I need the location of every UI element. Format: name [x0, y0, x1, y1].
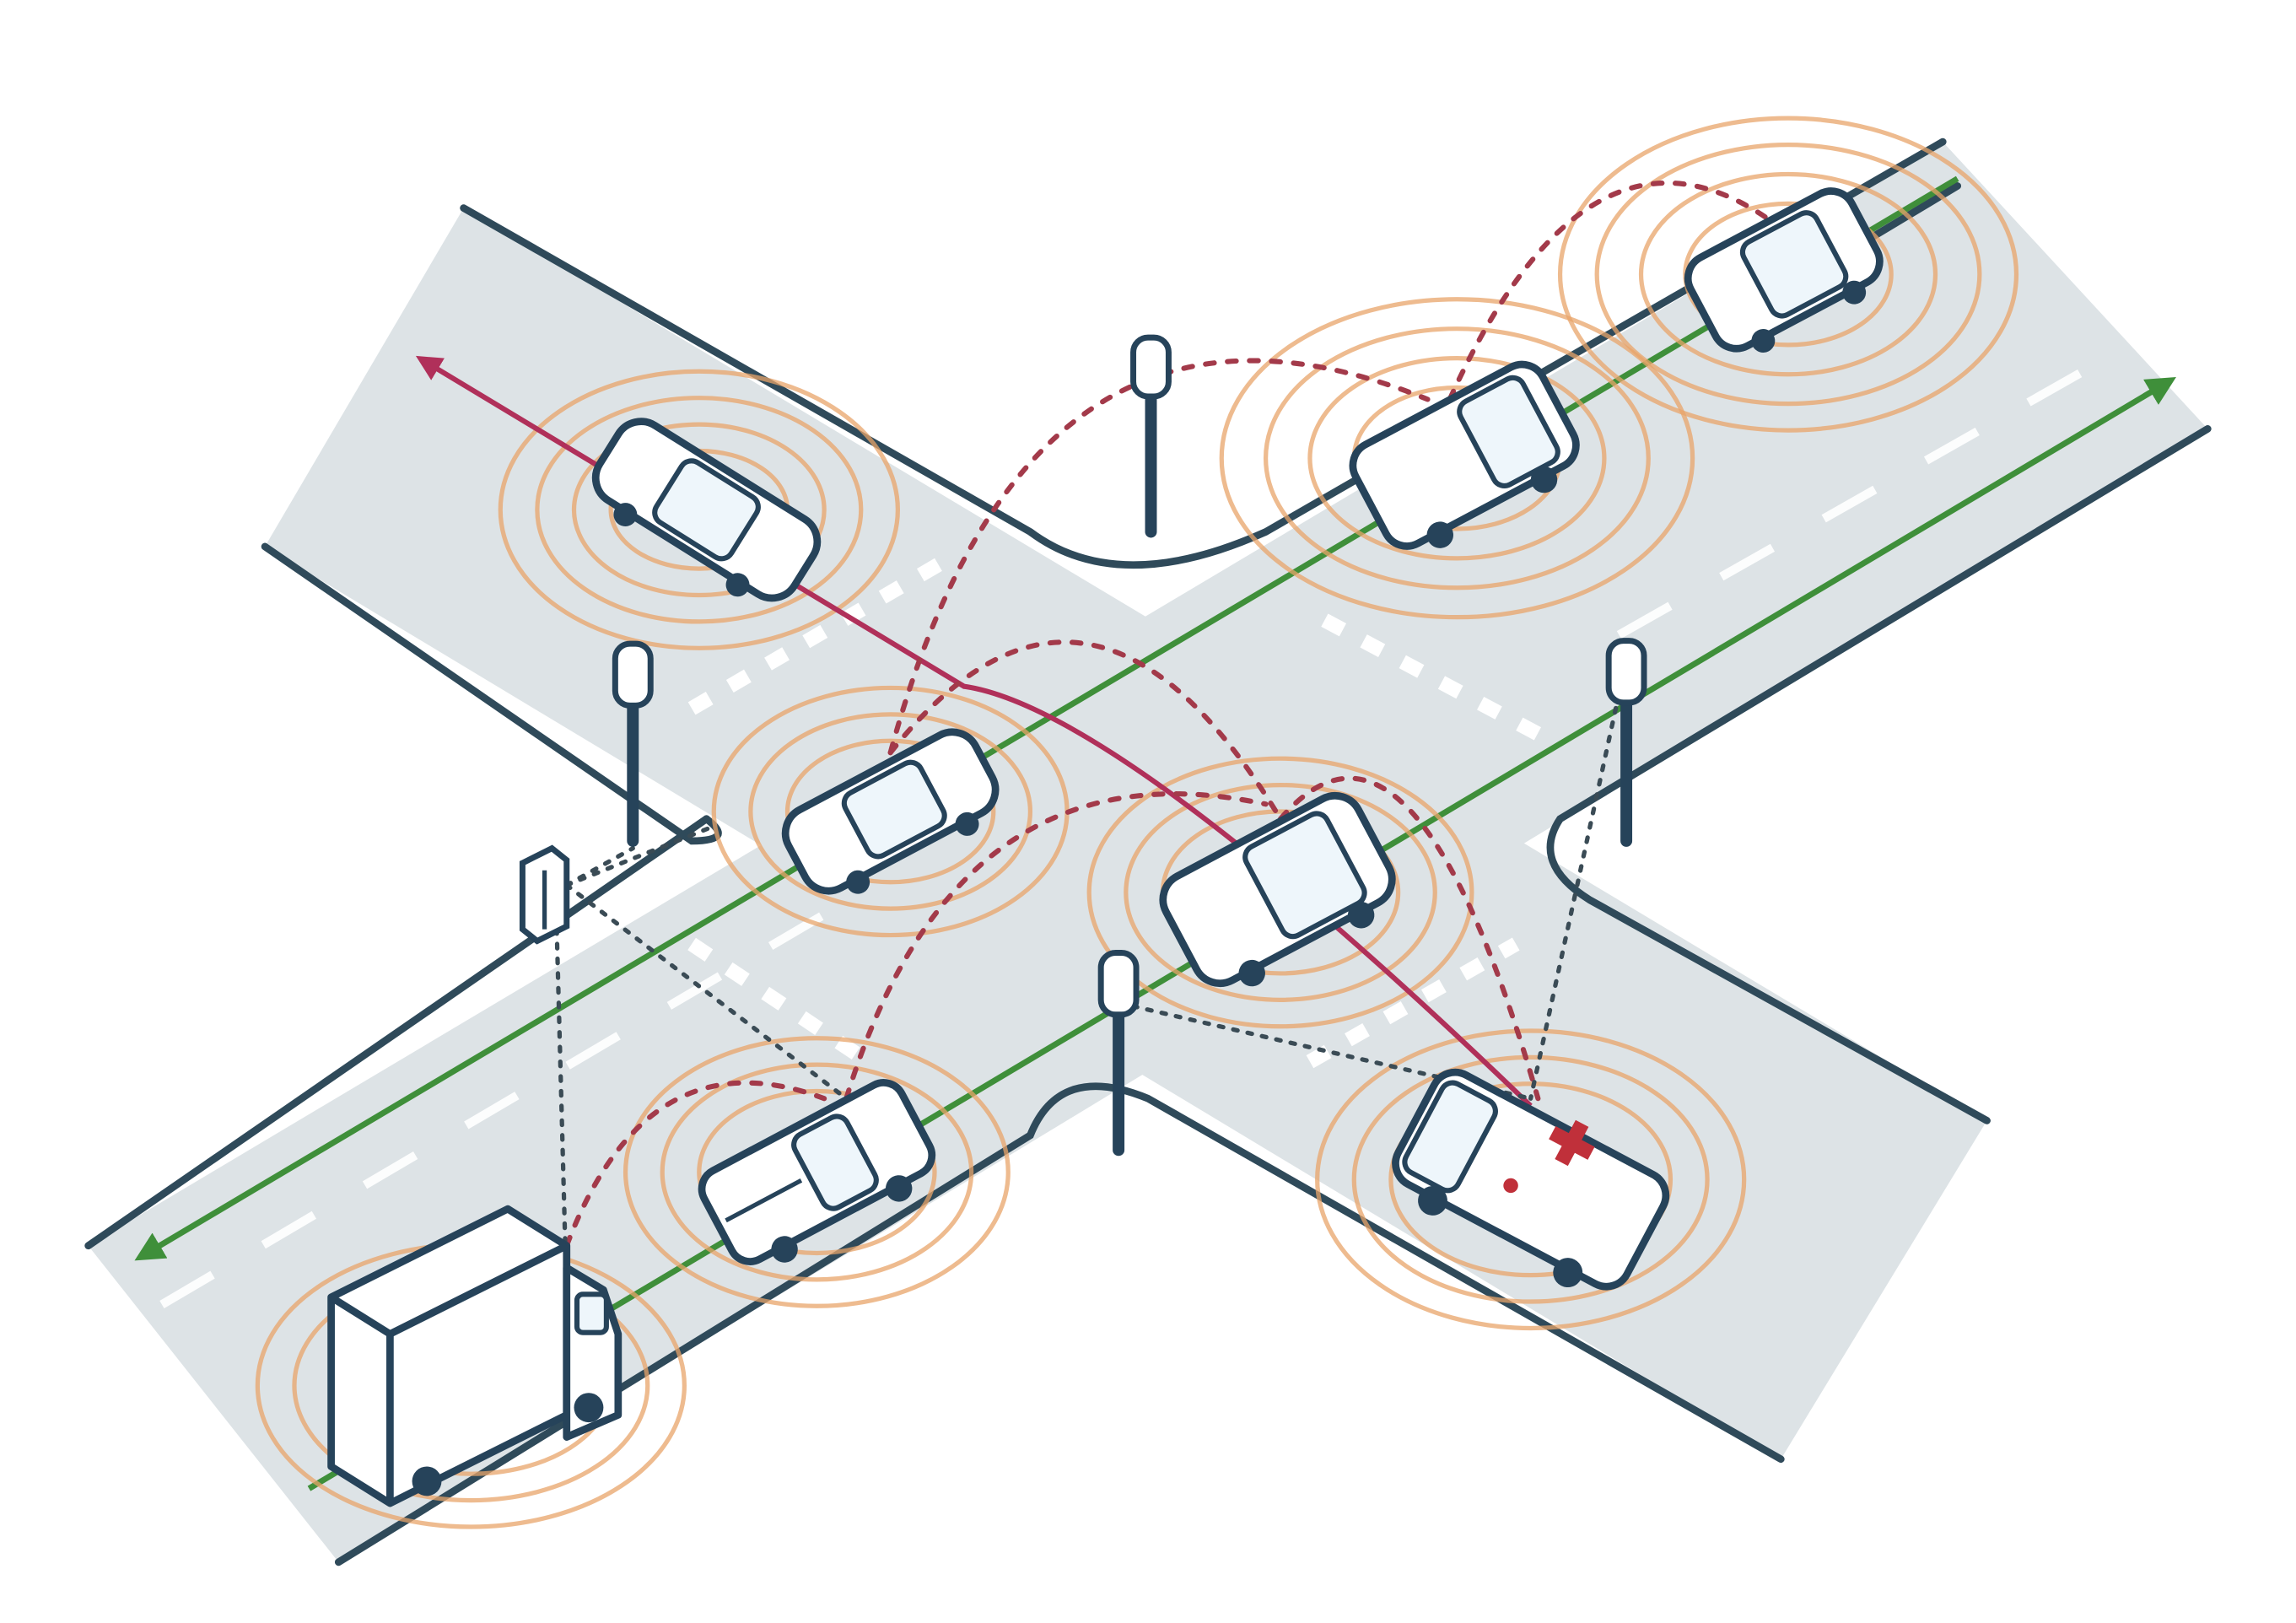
v2i-link — [1528, 691, 1621, 1101]
box-truck — [327, 1205, 623, 1507]
v2i-link — [564, 823, 716, 887]
road-edge — [1546, 424, 2212, 1124]
crosswalk — [687, 937, 873, 1068]
v2i-link — [564, 846, 635, 887]
v2v-link — [843, 791, 1269, 1102]
vehicles — [327, 187, 1884, 1507]
wave-ambulance — [1315, 1028, 1747, 1331]
road-edge — [334, 1082, 1785, 1566]
v2v-link — [563, 1080, 827, 1248]
crosswalk — [687, 547, 961, 715]
controller-box-icon — [519, 844, 570, 945]
sedan-top-left — [591, 418, 822, 602]
sedan-center — [781, 728, 1000, 895]
v2v-link — [1277, 775, 1541, 1102]
rsu-left-icon — [612, 640, 654, 847]
lane-dashes — [159, 910, 827, 1309]
signal-waves — [255, 116, 2019, 1529]
rsu-top-center-icon — [1130, 334, 1172, 538]
v2i-link — [553, 912, 569, 1300]
v2v-link — [1447, 181, 1776, 402]
v2v-link — [887, 358, 1431, 756]
v2v-links — [563, 181, 1776, 1248]
rsu-right-icon — [1605, 638, 1647, 847]
road-edge — [460, 137, 1947, 569]
emergency-route-arrow — [415, 355, 1533, 1108]
rsu-bottom-center-icon — [1097, 950, 1140, 1157]
medical-cross-icon — [1549, 1119, 1595, 1167]
v2v-link — [887, 639, 1284, 822]
pickup-bottom — [698, 1079, 936, 1265]
road-edge — [84, 815, 710, 1250]
van-top-right — [1349, 360, 1580, 550]
ambulance — [1392, 1068, 1670, 1291]
lane-dashes — [1616, 321, 2166, 639]
suv-far-right — [1684, 187, 1884, 353]
van-center — [1159, 791, 1396, 988]
wave-pickup — [623, 1036, 1011, 1308]
v2i-link — [564, 882, 849, 1101]
roadside-units — [519, 334, 1647, 1157]
